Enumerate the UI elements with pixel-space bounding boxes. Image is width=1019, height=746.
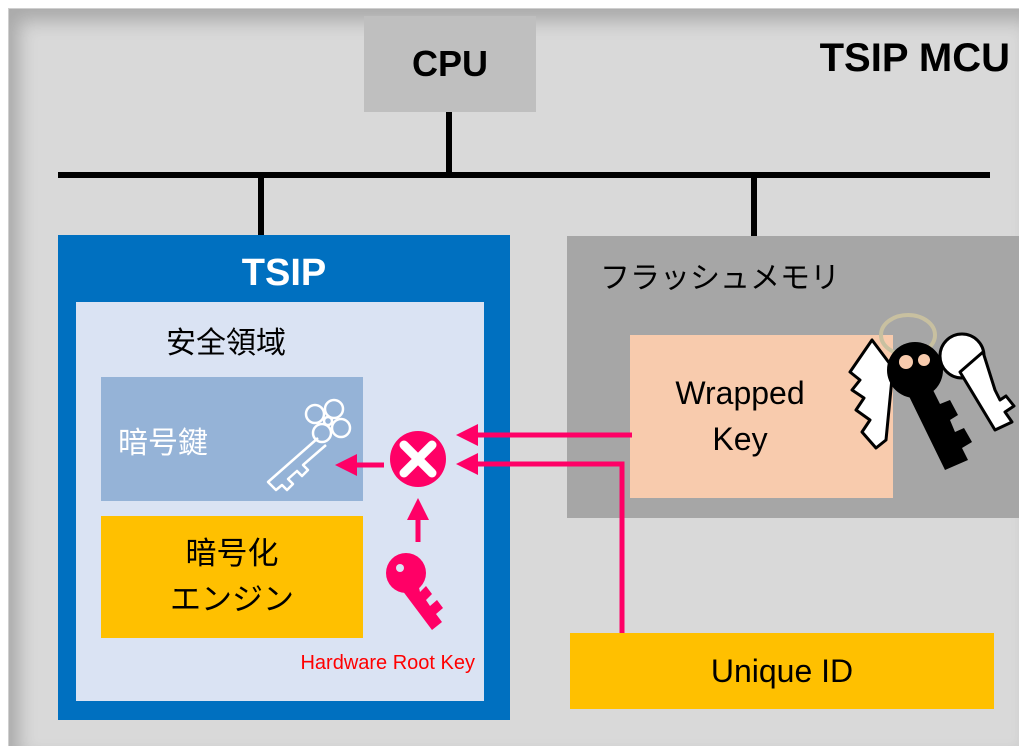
system-bus (58, 172, 990, 178)
engine-label-line2: エンジン (170, 582, 294, 618)
unique-id-label: Unique ID (710, 652, 854, 689)
magenta-key-icon (386, 553, 443, 630)
cpu-box: CPU (364, 16, 536, 112)
flash-bus-connector (751, 176, 757, 237)
root-key-arrow (407, 498, 429, 542)
tsip-bus-connector (258, 176, 264, 236)
wrapped-key-box (630, 335, 893, 498)
diagram-title: TSIP MCU (819, 36, 1010, 80)
unique-id-box: Unique ID (570, 633, 994, 709)
skeleton-key-icon (266, 398, 352, 492)
flash-memory-label: フラッシュメモリ (600, 261, 840, 296)
cpu-bus-connector (446, 112, 452, 174)
crypto-key-box (101, 377, 363, 501)
wrapped-key-arrow (456, 424, 632, 446)
wrapped-key-line1: Wrapped (675, 375, 805, 411)
keyring-icon (848, 313, 1016, 470)
hardware-root-key-label: Hardware Root Key (300, 652, 475, 674)
crypto-engine-box: 暗号化 エンジン (101, 516, 363, 638)
cpu-label: CPU (411, 43, 488, 84)
wrapped-key-line2: Key (712, 421, 768, 457)
tsip-title: TSIP (241, 252, 327, 294)
wrapped-key-label: Wrapped Key (640, 370, 840, 470)
derived-key-arrow (335, 454, 384, 476)
combine-x-icon (390, 431, 446, 487)
crypto-key-label: 暗号鍵 (118, 426, 208, 461)
engine-label-line1: 暗号化 (185, 536, 279, 572)
secure-area-label: 安全領域 (166, 326, 286, 361)
unique-id-arrow (456, 453, 625, 633)
